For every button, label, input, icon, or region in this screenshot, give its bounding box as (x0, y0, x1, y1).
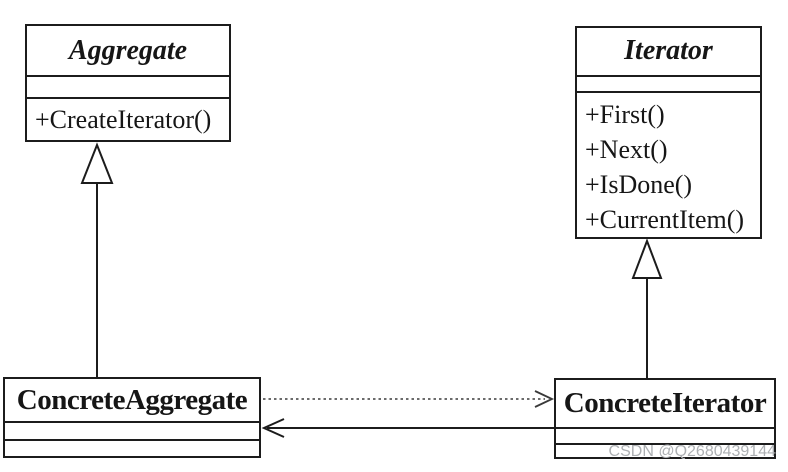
hollow-triangle-arrowhead-icon (631, 238, 663, 279)
class-methods-iterator: +First() +Next() +IsDone() +CurrentItem(… (577, 91, 760, 237)
dependency-arrow-concreteaggregate-to-concreteiterator (263, 390, 555, 408)
class-box-concrete-iterator: ConcreteIterator (554, 378, 776, 459)
method-currentitem: +CurrentItem() (585, 205, 745, 234)
class-methods-aggregate: +CreateIterator() (27, 97, 229, 140)
class-methods-concrete-iterator (556, 443, 774, 457)
class-box-aggregate: Aggregate +CreateIterator() (25, 24, 231, 142)
class-attributes-aggregate (27, 75, 229, 97)
method-next: +Next() (585, 135, 668, 164)
method-first: +First() (585, 100, 665, 129)
class-name-concrete-iterator: ConcreteIterator (563, 387, 767, 419)
method-create-iterator: +CreateIterator() (35, 104, 212, 134)
class-methods-concrete-aggregate (5, 439, 259, 456)
class-attributes-concrete-aggregate (5, 421, 259, 439)
generalization-arrow-concreteaggregate-to-aggregate (80, 142, 114, 377)
method-isdone: +IsDone() (585, 170, 693, 199)
class-name-aggregate: Aggregate (68, 34, 188, 66)
generalization-arrow-concreteiterator-to-iterator (631, 238, 663, 378)
hollow-triangle-arrowhead-icon (80, 142, 114, 184)
class-box-concrete-aggregate: ConcreteAggregate (3, 377, 261, 458)
class-attributes-iterator (577, 74, 760, 91)
open-arrowhead-left-icon (261, 418, 285, 438)
watermark-text: CSDN @Q2680439144 (608, 443, 776, 460)
class-attributes-concrete-iterator (556, 427, 774, 443)
open-arrowhead-right-icon (534, 390, 555, 408)
class-name-iterator: Iterator (624, 35, 713, 67)
class-box-iterator: Iterator +First() +Next() +IsDone() +Cur… (575, 26, 762, 239)
class-name-concrete-aggregate: ConcreteAggregate (16, 383, 248, 416)
association-arrow-concreteiterator-to-concreteaggregate (261, 418, 554, 438)
